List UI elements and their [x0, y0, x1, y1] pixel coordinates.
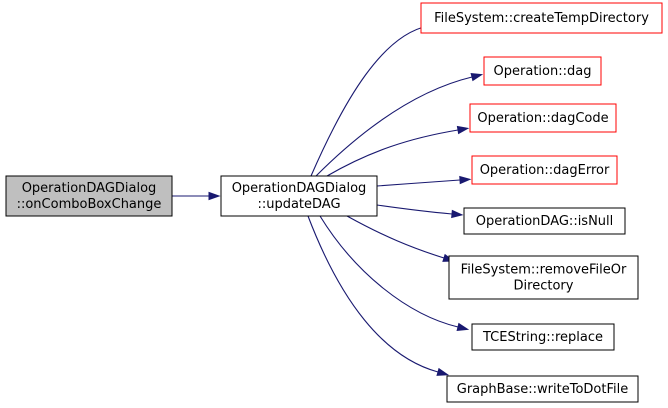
node-isnull[interactable]: OperationDAG::isNull — [463, 207, 626, 235]
node-createtemp-label-0: FileSystem::createTempDirectory — [434, 11, 649, 26]
edge-update-to-dag — [315, 76, 473, 177]
node-removefile-label-1: Directory — [514, 279, 574, 294]
edge-update-to-dagerror — [376, 179, 461, 187]
node-createtemp[interactable]: FileSystem::createTempDirectory — [420, 2, 663, 34]
node-removefile-box[interactable] — [448, 255, 639, 300]
node-replace[interactable]: TCEString::replace — [471, 323, 615, 351]
node-dagcode-label-0: Operation::dagCode — [477, 111, 608, 126]
edge-update-to-isnull — [376, 204, 453, 215]
node-dag-label-0: Operation::dag — [494, 64, 592, 79]
node-replace-label-0: TCEString::replace — [482, 330, 603, 345]
edge-update-to-removefile — [346, 215, 445, 259]
node-removefile-label-0: FileSystem::removeFileOr — [461, 263, 627, 278]
edge-update-to-dag-arrowhead — [470, 73, 484, 82]
node-writedot-label-0: GraphBase::writeToDotFile — [457, 382, 628, 397]
node-dag[interactable]: Operation::dag — [483, 56, 602, 86]
edge-update-to-writedot-arrowhead — [436, 367, 450, 376]
node-root-label-1: ::onComboBoxChange — [17, 197, 162, 212]
node-isnull-label-0: OperationDAG::isNull — [476, 214, 614, 229]
edge-update-to-dagcode-arrowhead — [456, 125, 470, 135]
node-root[interactable]: OperationDAGDialog::onComboBoxChange — [5, 175, 173, 217]
edge-update-to-dagcode — [326, 129, 459, 177]
node-root-label-0: OperationDAGDialog — [22, 181, 157, 196]
node-dagerror[interactable]: Operation::dagError — [471, 155, 618, 185]
node-isnull-box[interactable] — [463, 207, 626, 235]
edge-update-to-createtemp — [310, 25, 429, 177]
node-writedot-box[interactable] — [446, 375, 639, 403]
node-root-box[interactable] — [5, 175, 173, 217]
node-update-label-1: ::updateDAG — [257, 197, 340, 212]
edge-update-to-dagerror-arrowhead — [459, 175, 472, 185]
node-dag-box[interactable] — [483, 56, 602, 86]
node-update-box[interactable] — [220, 175, 378, 217]
node-dagerror-box[interactable] — [471, 155, 618, 185]
node-dagerror-label-0: Operation::dagError — [480, 163, 610, 178]
node-writedot[interactable]: GraphBase::writeToDotFile — [446, 375, 639, 403]
node-update-label-0: OperationDAGDialog — [232, 181, 367, 196]
node-dagcode-box[interactable] — [469, 103, 617, 133]
node-update[interactable]: OperationDAGDialog::updateDAG — [220, 175, 378, 217]
node-replace-box[interactable] — [471, 323, 615, 351]
edge-update-to-replace — [319, 215, 459, 328]
edge-update-to-isnull-arrowhead — [451, 209, 464, 219]
node-dagcode[interactable]: Operation::dagCode — [469, 103, 617, 133]
edge-update-to-replace-arrowhead — [456, 322, 470, 331]
node-createtemp-box[interactable] — [420, 2, 663, 34]
nodes-layer: OperationDAGDialog::onComboBoxChangeOper… — [5, 2, 663, 403]
edge-root-to-update-arrowhead — [208, 191, 221, 201]
edge-update-to-writedot — [307, 215, 439, 373]
